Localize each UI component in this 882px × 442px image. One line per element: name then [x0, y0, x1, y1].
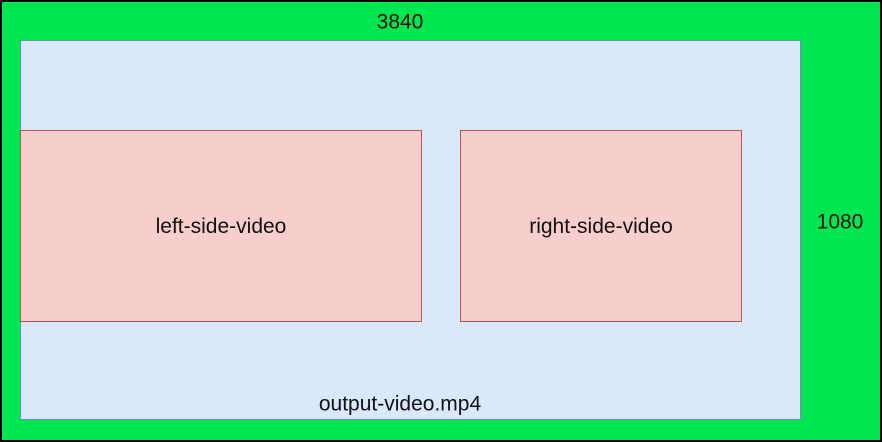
right-side-video-label: right-side-video [529, 214, 673, 238]
left-side-video-label: left-side-video [155, 214, 287, 238]
width-label: 3840 [376, 10, 424, 34]
output-filename-label: output-video.mp4 [318, 392, 482, 416]
left-side-video-box: left-side-video [20, 130, 422, 322]
right-side-video-box: right-side-video [460, 130, 742, 322]
height-label: 1080 [816, 210, 864, 234]
